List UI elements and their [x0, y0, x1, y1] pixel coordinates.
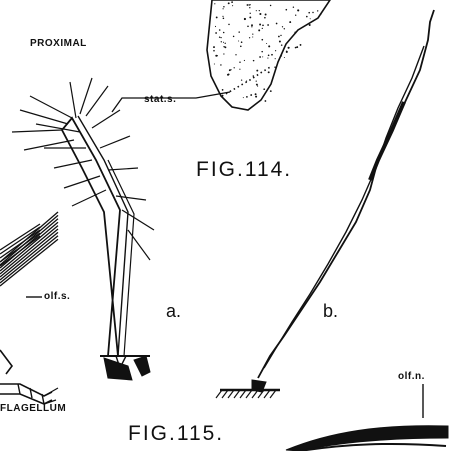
- label-proximal: PROXIMAL: [30, 38, 87, 49]
- caption-fig115: FIG.115.: [128, 422, 224, 446]
- label-olf-n: olf.n.: [398, 371, 425, 382]
- caption-fig114: FIG.114.: [196, 158, 292, 182]
- label-stat-s: stat.s.: [144, 94, 176, 105]
- label-olf-s: olf.s.: [44, 291, 70, 302]
- fig114-tissue-drawing: [207, 0, 330, 110]
- label-b: b.: [323, 301, 338, 322]
- flagellum-segments-drawing: [0, 350, 58, 404]
- label-flagellum: FLAGELLUM: [0, 403, 66, 414]
- label-a: a.: [166, 301, 181, 322]
- fig115b-long-hair: [216, 10, 434, 398]
- olf-n-nerve-drawing: [286, 384, 448, 451]
- olf-s-hair-bundle: [0, 212, 58, 297]
